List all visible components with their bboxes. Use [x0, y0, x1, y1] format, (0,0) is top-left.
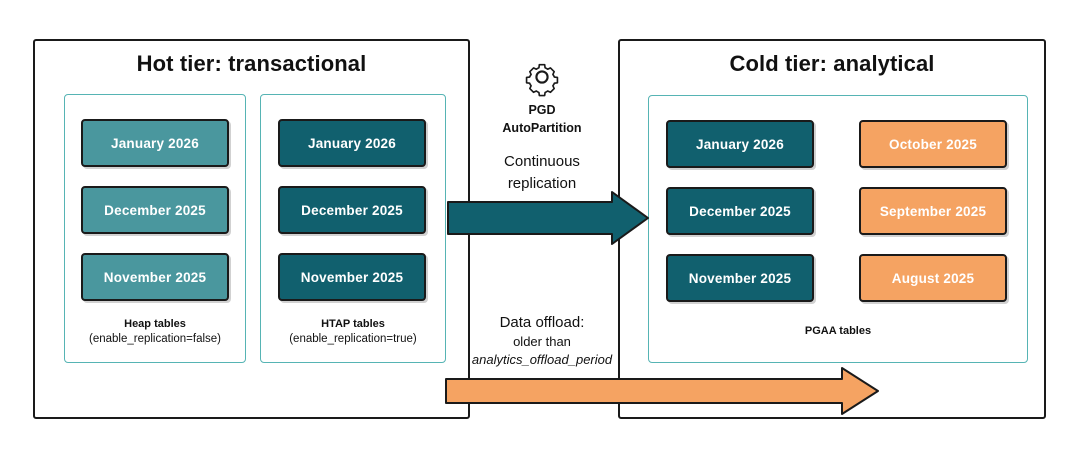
pgaa-tables-caption-title: PGAA tables [804, 325, 872, 337]
offload-label-line2: older than [513, 334, 571, 349]
replication-label-line1: Continuous [504, 153, 580, 170]
partition-chip[interactable]: December 2025 [666, 187, 814, 235]
pgd-label-line1: PGD [528, 103, 556, 117]
htap-tables-caption-sub: (enable_replication=true) [289, 332, 417, 345]
replication-label-line2: replication [507, 174, 577, 192]
partition-chip[interactable]: December 2025 [278, 186, 426, 234]
pgd-label-line2: AutoPartition [502, 121, 582, 136]
gear-icon [522, 57, 562, 97]
offload-label-line3: analytics_offload_period [471, 352, 613, 368]
partition-chip[interactable]: August 2025 [859, 254, 1007, 302]
hot-tier-panel: Hot tier: transactional January 2026 Dec… [33, 39, 470, 419]
pgaa-tables-caption: PGAA tables [649, 324, 1027, 339]
heap-tables-caption-sub: (enable_replication=false) [88, 332, 221, 345]
htap-tables-caption: HTAP tables (enable_replication=true) [261, 317, 445, 347]
continuous-replication-label: Continuous replication [472, 151, 612, 195]
data-offload-label: Data offload: older than analytics_offlo… [466, 312, 618, 369]
partition-chip[interactable]: January 2026 [81, 119, 229, 167]
heap-tables-group: January 2026 December 2025 November 2025… [64, 94, 246, 363]
heap-tables-caption-title: Heap tables [124, 318, 186, 330]
htap-tables-group: January 2026 December 2025 November 2025… [260, 94, 446, 363]
hot-tier-title: Hot tier: transactional [136, 51, 367, 76]
partition-chip[interactable]: December 2025 [81, 186, 229, 234]
partition-chip[interactable]: October 2025 [859, 120, 1007, 168]
partition-chip[interactable]: November 2025 [278, 253, 426, 301]
partition-chip[interactable]: January 2026 [278, 119, 426, 167]
middle-column: PGD AutoPartition Continuous replication… [472, 39, 612, 419]
partition-chip[interactable]: November 2025 [666, 254, 814, 302]
heap-tables-caption: Heap tables (enable_replication=false) [65, 317, 245, 347]
partition-chip[interactable]: November 2025 [81, 253, 229, 301]
continuous-replication-arrow [447, 191, 649, 245]
partition-chip[interactable]: January 2026 [666, 120, 814, 168]
cold-tier-title: Cold tier: analytical [729, 51, 935, 76]
pgd-autopartition-label: PGD AutoPartition [472, 101, 612, 137]
partition-chip[interactable]: September 2025 [859, 187, 1007, 235]
cold-tier-panel: Cold tier: analytical January 2026 Decem… [618, 39, 1046, 419]
htap-tables-caption-title: HTAP tables [321, 318, 385, 330]
pgaa-tables-group: January 2026 December 2025 November 2025… [648, 95, 1028, 363]
offload-label-line1: Data offload: [499, 314, 585, 331]
data-offload-arrow [445, 367, 879, 415]
